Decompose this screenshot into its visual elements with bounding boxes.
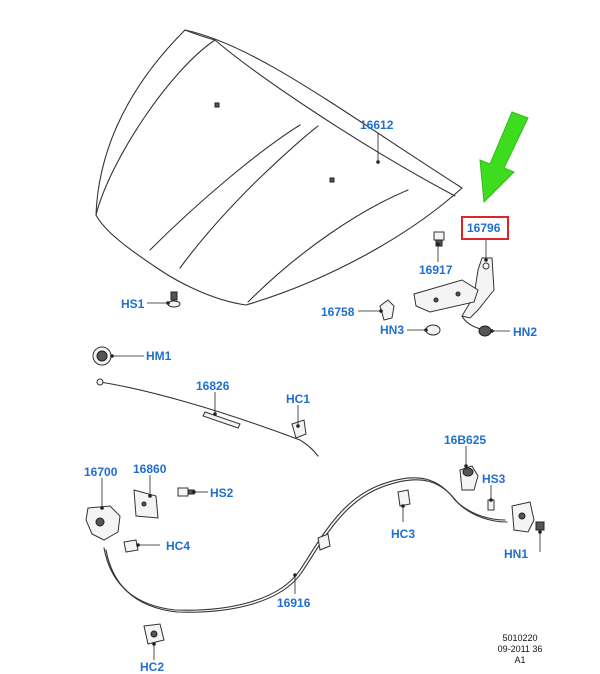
label-16796[interactable]: 16796: [467, 221, 501, 235]
latch-lower: [511, 501, 535, 533]
diagram-reference-code: 5010220 09-2011 36 A1: [480, 633, 560, 666]
label-16860: 16860: [133, 462, 167, 476]
label-hm1: HM1: [146, 349, 172, 363]
grommet-hm1: [92, 346, 112, 366]
label-hs2: HS2: [210, 486, 234, 500]
clip-hc4: [123, 539, 139, 553]
reference-line-1: 5010220: [502, 633, 538, 643]
label-hn1: HN1: [504, 547, 529, 561]
clip-hc2: [143, 623, 165, 645]
label-hc1: HC1: [286, 392, 311, 406]
green-arrow-icon: [479, 111, 529, 204]
clip-hc1: [291, 419, 307, 439]
screw-hs1: [167, 291, 181, 308]
label-hs1: HS1: [121, 297, 145, 311]
nut-hn2: [478, 325, 492, 337]
bumper-16758: [379, 299, 395, 321]
label-16612: 16612: [360, 118, 394, 132]
label-hc3: HC3: [391, 527, 416, 541]
hood-latch: [459, 465, 479, 491]
reference-line-3: A1: [514, 655, 526, 665]
label-16826: 16826: [196, 379, 230, 393]
label-16b625: 16B625: [444, 433, 487, 447]
label-hc4: HC4: [166, 539, 191, 553]
hood-panel: [95, 29, 463, 306]
label-16758: 16758: [321, 305, 355, 319]
label-16916: 16916: [277, 596, 311, 610]
label-16700: 16700: [84, 465, 118, 479]
clip-hc3: [397, 489, 411, 507]
nut-hn1: [535, 521, 545, 531]
prop-rod: [96, 378, 319, 457]
hood-release-handle: [85, 505, 121, 541]
label-hn3: HN3: [380, 323, 405, 337]
label-hc2: HC2: [140, 660, 165, 674]
leader-lines: [100, 133, 542, 660]
release-cable: [103, 477, 508, 613]
reference-line-2: 09-2011 36: [497, 644, 543, 654]
label-hn2: HN2: [513, 325, 538, 339]
label-hs3: HS3: [482, 472, 506, 486]
label-16917: 16917: [419, 263, 453, 277]
bracket-16860: [133, 489, 159, 519]
nut-hn3: [425, 324, 441, 336]
highlight-box: [461, 216, 509, 240]
screw-hs2: [177, 487, 195, 497]
